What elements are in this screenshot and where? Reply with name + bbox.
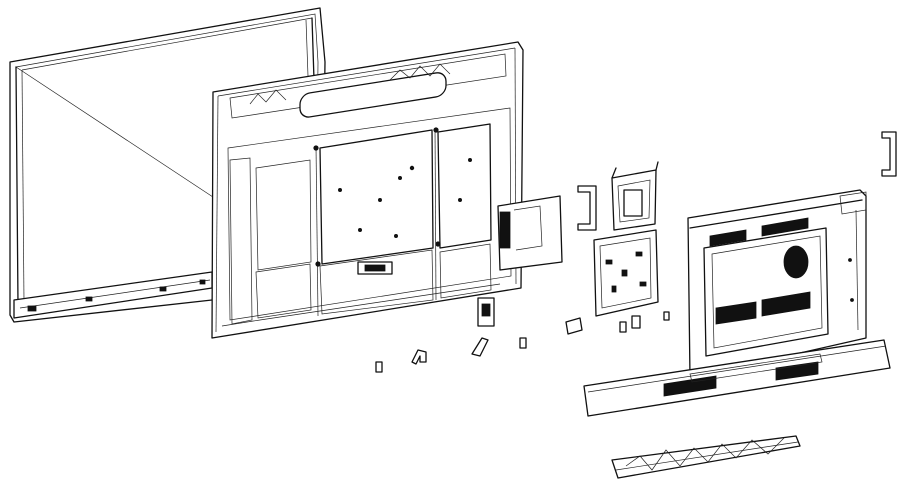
main-board-bracket — [611, 161, 659, 231]
pen-tray — [611, 435, 801, 479]
rear-chassis-frame — [211, 41, 563, 339]
rear-cover — [687, 189, 867, 379]
speaker-bar — [583, 339, 891, 417]
small-clips — [375, 297, 670, 373]
carry-handles — [577, 131, 897, 231]
power-board — [565, 229, 659, 335]
